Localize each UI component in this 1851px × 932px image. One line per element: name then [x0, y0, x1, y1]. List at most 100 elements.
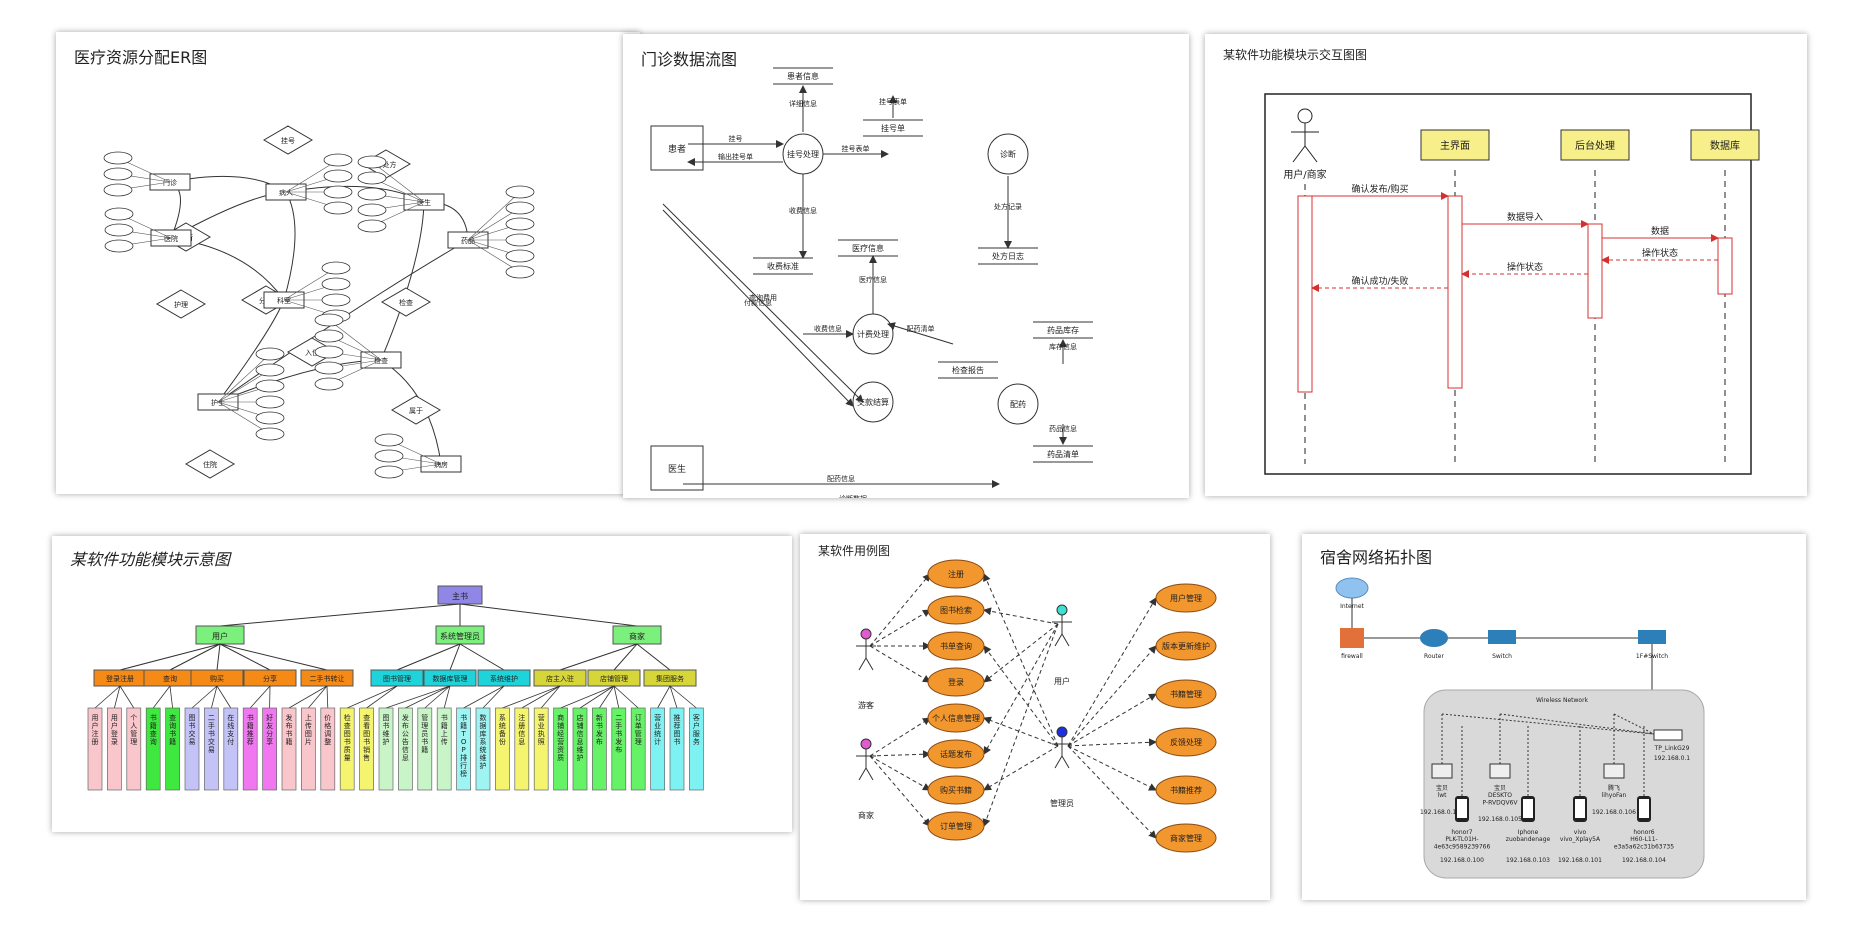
network-link	[1499, 713, 1655, 735]
usecase-label: 书单查询	[940, 641, 972, 651]
tree-title: 某软件功能模块示意图	[70, 550, 231, 569]
er-attribute	[255, 379, 285, 393]
tree-edge	[560, 685, 615, 709]
tree-leaf	[223, 707, 239, 791]
er-attribute	[255, 411, 285, 425]
phone-ip: 192.168.0.103	[1506, 857, 1550, 864]
usecase-oval	[1155, 583, 1217, 613]
actor-head	[1297, 108, 1313, 124]
usecase-oval	[1155, 631, 1217, 661]
tree-leaf	[107, 707, 122, 791]
sequence-diagram: 用户/商家主界面后台处理数据库确认发布/购买数据导入数据操作状态操作状态确认成功…	[1264, 93, 1760, 475]
tree-edge	[288, 685, 328, 709]
tree-leaf	[592, 707, 607, 791]
ap-label: 192.168.0.1	[1654, 755, 1690, 762]
usecase-link	[869, 609, 931, 647]
tree-leaf-label: 二手书发布	[615, 714, 622, 754]
network-diagram: InternetfirewallRouterSwitch1F#SwitchWir…	[1335, 577, 1705, 879]
er-attribute	[374, 465, 404, 479]
usecase-link	[869, 645, 931, 683]
usecase-link	[869, 717, 931, 757]
dfd-flow-label: 处方记录	[994, 202, 1022, 211]
er-attr-link	[467, 191, 521, 241]
dfd-flow-label: 挂号表单	[879, 97, 907, 106]
er-attribute	[357, 155, 387, 169]
actor-head	[1056, 726, 1068, 738]
er-attribute	[314, 313, 344, 327]
dfd-flow-label: 库存信息	[1049, 342, 1077, 351]
tree-level2-label: 系统维护	[490, 674, 518, 683]
dfd-process-label: 计费处理	[857, 329, 889, 339]
usecase-label: 图书检索	[940, 605, 972, 615]
tree-edge	[169, 643, 221, 671]
tree-leaf-label: 书籍推荐	[247, 713, 254, 746]
actor-head	[860, 628, 872, 640]
sequence-frame	[1264, 93, 1752, 475]
dfd-flow-label: 挂号	[729, 134, 743, 143]
tree-level1-label: 用户	[212, 631, 228, 641]
usecase-oval	[927, 631, 985, 661]
usecase-link	[1067, 597, 1157, 747]
er-attribute	[505, 217, 535, 231]
dfd-store-label: 医疗信息	[852, 243, 884, 253]
dfd-panel: 门诊数据流图 患者医生挂号处理诊断计费处理交款结算配药患者信息挂号单处方日志收费…	[623, 34, 1189, 498]
tree-leaf	[165, 707, 180, 791]
sequence-panel: 某软件功能模块示交互图图 用户/商家主界面后台处理数据库确认发布/购买数据导入数…	[1205, 34, 1807, 496]
tree-leaf-label: 店铺信息维护	[577, 713, 584, 762]
tree-level2-label: 登录注册	[106, 674, 134, 683]
er-attribute	[104, 239, 134, 253]
usecase-link	[869, 755, 931, 827]
er-entity-label: 护士	[211, 398, 225, 407]
er-attribute	[323, 169, 353, 183]
ap-label: TP_LinkG29	[1654, 745, 1690, 752]
er-attribute	[323, 185, 353, 199]
er-attr-link	[328, 319, 382, 361]
tree-edge	[449, 643, 461, 671]
tree-leaf-label: 数据库系统维护	[480, 713, 487, 770]
lifeline-box	[1560, 129, 1630, 161]
er-link	[217, 239, 469, 403]
laptop-ip: 192.168.0.106	[1592, 809, 1636, 816]
phone-screen	[1575, 799, 1585, 818]
tree-edge	[347, 685, 398, 709]
usecase-link	[983, 745, 1059, 791]
er-attribute	[374, 449, 404, 463]
er-link	[217, 359, 382, 403]
er-relationship-label: 检查	[399, 298, 413, 307]
tree-leaf-label: 用户注册	[92, 714, 99, 746]
dfd-process	[997, 383, 1039, 425]
tree-leaf-label: 推荐图书	[674, 713, 681, 746]
function-tree-panel: 某软件功能模块示意图 主书用户系统管理员商家登录注册查询购买分享二手书转让图书管…	[52, 536, 792, 832]
tree-leaf-label: 价格调整	[324, 714, 331, 746]
dfd-process-label: 交款结算	[857, 397, 889, 407]
er-attribute	[314, 329, 344, 343]
phone-screen	[1457, 799, 1467, 818]
er-attr-link	[217, 369, 271, 403]
activation-bar	[1587, 223, 1603, 319]
tree-edge	[191, 685, 218, 709]
usecase-oval	[927, 595, 985, 625]
er-diagram: 挂号诊断开处方属于分配护理入住检查住院门诊病人医生药品医院科室检查护士病房	[103, 125, 535, 479]
usecase-oval	[1155, 775, 1217, 805]
tree-leaf	[514, 707, 530, 791]
er-attr-link	[283, 267, 337, 301]
dfd-process-label: 挂号处理	[787, 149, 819, 159]
actor-leg	[1054, 755, 1063, 769]
usecase-link	[1067, 745, 1157, 791]
dfd-store-label: 收费标准	[767, 261, 799, 271]
dfd-store-label: 药品清单	[1047, 449, 1079, 459]
tree-edge	[579, 685, 615, 709]
usecase-link	[1067, 745, 1157, 839]
tree-level2-label: 店铺管理	[600, 674, 628, 683]
tree-leaf-label: 查看图书销售	[363, 713, 370, 762]
tree-leaf-label: 好友分享	[266, 713, 273, 746]
tree-level2-label: 数据库管理	[433, 674, 468, 683]
tree-edge	[443, 685, 451, 709]
er-relationship-label: 挂号	[281, 136, 295, 145]
message-label: 操作状态	[1642, 247, 1678, 259]
er-attribute	[357, 171, 387, 185]
